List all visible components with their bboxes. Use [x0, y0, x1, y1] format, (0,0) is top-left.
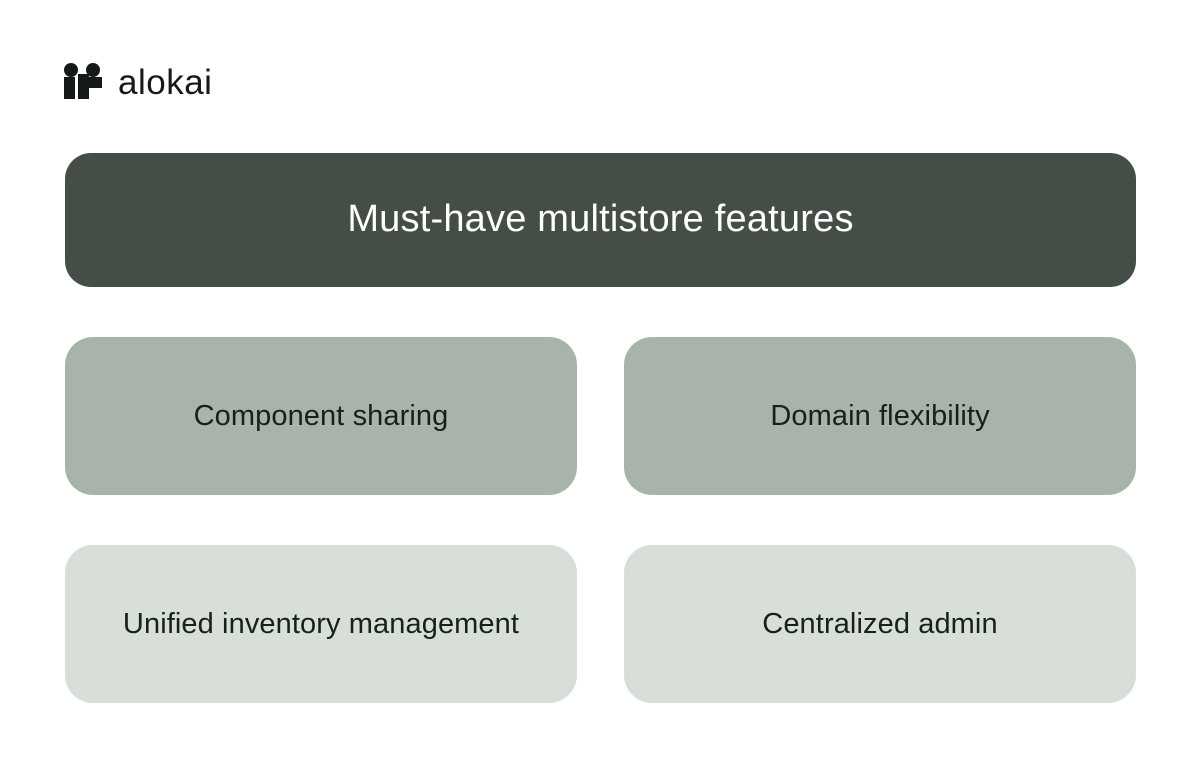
headline-banner: Must-have multistore features: [65, 153, 1136, 287]
brand-logo: alokai: [64, 58, 212, 104]
feature-card-domain-flexibility[interactable]: Domain flexibility: [624, 337, 1136, 495]
page-title: Must-have multistore features: [347, 198, 854, 241]
feature-card-grid: Component sharing Domain flexibility Uni…: [65, 337, 1136, 703]
feature-card-label: Domain flexibility: [770, 399, 990, 432]
feature-card-label: Unified inventory management: [122, 607, 520, 640]
feature-card-label: Component sharing: [193, 399, 449, 432]
feature-card-label: Centralized admin: [762, 607, 998, 640]
feature-card-centralized-admin[interactable]: Centralized admin: [624, 545, 1136, 703]
alokai-mark-icon: [64, 63, 102, 99]
feature-card-component-sharing[interactable]: Component sharing: [65, 337, 577, 495]
brand-wordmark: alokai: [118, 62, 213, 102]
feature-card-unified-inventory-management[interactable]: Unified inventory management: [65, 545, 577, 703]
